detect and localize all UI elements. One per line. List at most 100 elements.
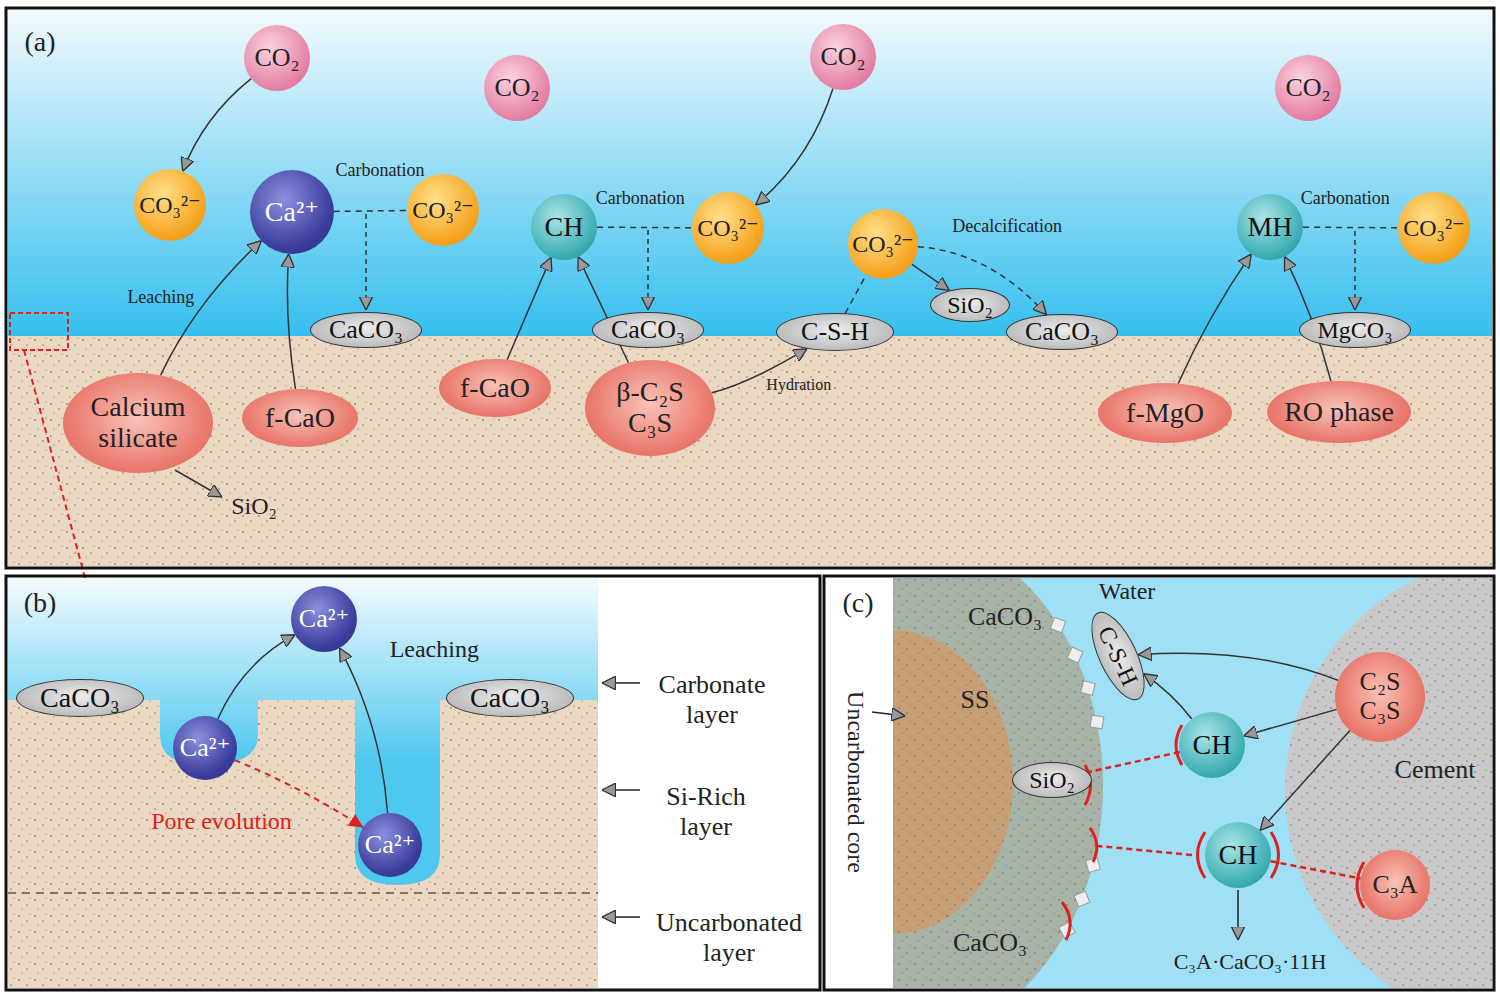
calcium-ion: Ca²⁺ [358,813,422,877]
mineral-phase: f-MgO [1098,383,1232,443]
calcite-crystal [1050,617,1065,632]
reaction-connector [578,257,628,363]
node-text: CaCO₃ [611,316,685,345]
zoom-box [10,313,68,350]
node-text: C₃A [1372,871,1417,900]
slag-texture [8,700,598,988]
reaction-connector [287,254,295,389]
co2-molecule: CO₂ [484,55,550,121]
cement-texture [1285,578,1492,988]
reaction-connector [1260,730,1350,830]
reaction-connector [1144,674,1192,719]
product-phase: CaCO₃ [16,679,144,717]
node-text: CaCO₃ [329,316,403,345]
mineral-phase: Calcium silicate [63,373,213,473]
water-region [8,10,1492,336]
annotation-label: Uncarbonated layer [642,908,817,968]
calcite-crystal [1074,891,1090,907]
node-text: CO₂ [820,43,865,72]
node-text: Ca²⁺ [365,831,415,860]
node-text: C-S-H [801,318,869,347]
node-text: CO₂ [494,74,539,103]
bond-bracket [1271,832,1279,878]
slag-core [893,630,1013,934]
calcite-crystal [1067,647,1083,663]
zoom-leader [24,350,92,604]
node-text: CO₃²⁻ [852,231,914,257]
calcium-ion: Ca²⁺ [173,716,237,780]
slag-region [8,700,598,988]
carbonate-ion: CO₃²⁻ [848,209,918,279]
node-text: f-CaO [265,403,335,434]
hydroxide-phase: CH [1179,712,1245,778]
annotation-label: SS [961,685,990,715]
mineral-phase: C₂SC₃S [1335,652,1425,742]
node-text: CO₃²⁻ [697,215,759,241]
product-phase: CaCO₃ [310,312,422,348]
annotation-label: (a) [24,26,55,58]
reaction-connector [1270,861,1360,878]
panel-frame [824,576,1494,990]
node-text: RO phase [1284,397,1394,428]
node-text: Ca²⁺ [299,605,349,634]
node-text: CaCO₃ [470,683,550,714]
annotation-label: Water [1099,578,1156,606]
hydroxide-phase: MH [1237,194,1303,260]
process-label: Carbonation [335,160,424,181]
hydroxide-phase: CH [1205,822,1271,888]
node-text: CaCO₃ [1025,318,1099,347]
carbonate-ion: CO₃²⁻ [692,192,764,264]
node-text: CO₃²⁻ [1403,215,1465,241]
particles [893,578,1492,988]
process-label: Leaching [127,287,194,308]
co2-molecule: CO₂ [1275,55,1341,121]
annotation-label: Cement [1395,755,1476,785]
node-text: CH [1193,730,1232,761]
carbonate-ion: CO₃²⁻ [407,174,479,246]
carbonate-ion: CO₃²⁻ [134,169,206,241]
reaction-arrow [647,230,649,310]
mineral-phase: f-CaO [242,389,358,447]
calcium-ion: Ca²⁺ [291,586,357,652]
product-phase: CaCO₃ [1006,314,1118,350]
node-text: MgCO₃ [1317,317,1392,343]
reaction-connector [334,210,407,212]
bond-bracket [1090,828,1097,862]
node-text: β-C₂S [616,377,684,408]
mineral-phase: f-CaO [439,359,551,417]
product-phase: CaCO₃ [592,312,704,348]
reaction-arrow [1237,890,1239,940]
product-phase: MgCO₃ [1299,312,1411,348]
node-text: Calcium silicate [78,392,198,454]
reaction-connector [1088,752,1180,772]
node-text: C₂S [1360,668,1401,697]
carbonate-ion: CO₃²⁻ [1398,192,1470,264]
hydroxide-phase: CH [531,194,597,260]
node-text: CH [545,212,584,243]
product-phase: SiO₂ [1012,762,1092,798]
pointer-arrow [602,682,640,684]
node-text: CO₂ [1285,74,1330,103]
annotation-label: CaCO₃ [953,928,1027,958]
slag-texture [8,336,1492,566]
reaction-connector [597,226,692,228]
reaction-connector [912,264,950,290]
bond-bracket [1062,902,1070,940]
calcite-crystal [1081,681,1096,696]
annotation-label: Uncarbonated core [841,691,869,873]
process-label: Decalcification [952,216,1062,237]
mineral-phase: β-C₂SC₃S [585,360,715,456]
slag-region [8,336,1492,566]
reaction-connector [507,257,551,359]
annotation-label: CaCO₃ [968,602,1042,632]
product-phase: C-S-H [776,313,894,351]
pointer-arrow [872,712,905,716]
product-phase: CaCO₃ [446,679,574,717]
reaction-arrow [365,214,367,310]
node-text: CaCO₃ [40,683,120,714]
node-text: f-CaO [460,373,530,404]
node-text: SiO₂ [947,292,993,318]
core-texture [893,630,1013,934]
